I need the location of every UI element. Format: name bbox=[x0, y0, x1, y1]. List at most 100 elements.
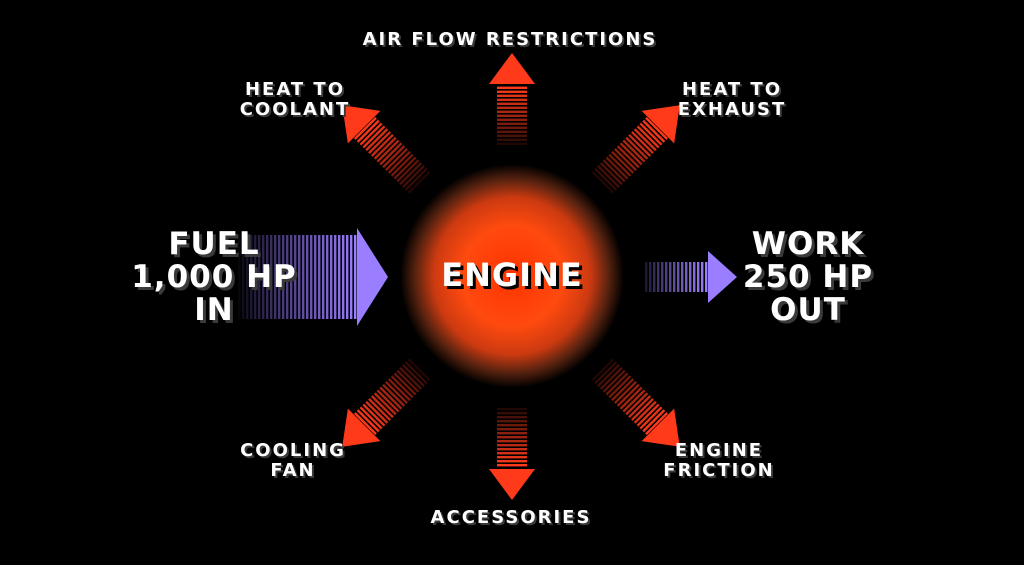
heat-to-coolant-arrow-stripe bbox=[387, 150, 411, 174]
heat-to-coolant-arrow-stripe bbox=[379, 142, 403, 166]
engine-glow-circle bbox=[400, 164, 624, 388]
fuel-input-arrow bbox=[238, 228, 388, 326]
fuel-input-arrow-stripe bbox=[262, 235, 265, 319]
work-output-arrow-stripe bbox=[685, 262, 688, 292]
work-output-arrow-stripe bbox=[681, 262, 684, 292]
fuel-input-arrow-stripe bbox=[254, 235, 257, 319]
accessories-arrow-stripe bbox=[497, 416, 527, 419]
air-flow-restrictions-line-1: AIR FLOW RESTRICTIONS bbox=[362, 29, 658, 50]
engine-friction-arrow-stripe bbox=[622, 389, 646, 413]
fuel-input-arrow-stripe bbox=[270, 235, 273, 319]
air-flow-restrictions-arrow-stripe bbox=[497, 126, 527, 129]
engine-friction-line-2: FRICTION bbox=[663, 459, 775, 481]
cooling-fan-arrow-stripe bbox=[407, 358, 431, 382]
heat-to-coolant-arrow-stripe bbox=[362, 125, 386, 149]
work-output-arrow-stripe bbox=[673, 262, 676, 292]
fuel-input-line-2: 1,000 HP bbox=[131, 259, 297, 296]
heat-to-coolant-arrow-stripe bbox=[365, 128, 389, 152]
heat-to-coolant-line-1: HEAT TO bbox=[244, 79, 346, 100]
heat-to-exhaust-arrow-stripe bbox=[619, 142, 643, 166]
fuel-input-arrow-stripe bbox=[354, 235, 357, 319]
work-output-arrow-stripe bbox=[661, 262, 664, 292]
heat-to-exhaust-arrow-stripe bbox=[594, 167, 618, 191]
heat-to-exhaust-arrow-stripe bbox=[602, 159, 626, 183]
engine-friction-arrow-stripe bbox=[614, 381, 637, 404]
heat-to-coolant-arrow bbox=[342, 105, 431, 194]
heat-to-coolant-arrow-stripe bbox=[390, 153, 414, 177]
accessories-arrow-stripe bbox=[497, 432, 527, 435]
engine-friction-arrow-stripe bbox=[625, 392, 649, 416]
fuel-input-arrow-stripe bbox=[246, 235, 249, 319]
heat-to-coolant-arrow-stripe bbox=[393, 156, 417, 180]
heat-to-exhaust-arrow-stripe bbox=[614, 148, 637, 171]
fuel-input-arrow-stripe bbox=[282, 235, 285, 319]
heat-to-exhaust-arrow-stripe bbox=[616, 145, 640, 169]
engine-friction-arrow-stripe bbox=[645, 412, 669, 436]
air-flow-restrictions-arrow-stripe bbox=[497, 106, 527, 109]
work-output-arrow-stripe bbox=[665, 262, 668, 292]
air-flow-restrictions-arrow-stripe bbox=[497, 102, 527, 105]
cooling-fan-arrow-stripe bbox=[385, 381, 408, 404]
fuel-input-arrow-stripe bbox=[290, 235, 293, 319]
heat-to-coolant-arrow-head bbox=[342, 105, 381, 144]
work-output-arrow-stripe bbox=[645, 262, 648, 292]
fuel-input-label: FUEL 1,000 HP IN bbox=[131, 227, 297, 327]
heat-to-exhaust-arrow bbox=[591, 105, 680, 194]
fuel-input-arrow-stripe bbox=[242, 235, 245, 319]
cooling-fan-arrow-stripe bbox=[402, 364, 425, 387]
accessories-arrow-stripe bbox=[497, 428, 527, 431]
cooling-fan-arrow-stripe bbox=[373, 392, 397, 416]
fuel-input-arrow-stripe bbox=[310, 235, 313, 319]
air-flow-restrictions-arrow bbox=[489, 53, 535, 145]
fuel-input-arrow-stripe bbox=[302, 235, 305, 319]
engine-friction-arrow-stripe bbox=[608, 375, 632, 399]
work-output-line-2: 250 HP bbox=[742, 259, 874, 296]
cooling-fan-line-2: FAN bbox=[270, 459, 316, 481]
accessories-line-1: ACCESSORIES bbox=[430, 507, 592, 528]
fuel-input-arrow-stripe bbox=[266, 235, 269, 319]
cooling-fan-arrow-stripe bbox=[399, 366, 423, 390]
air-flow-restrictions-arrow-stripe bbox=[497, 90, 527, 93]
work-output-arrow-stripe bbox=[657, 262, 660, 292]
cooling-fan-arrow-stripe bbox=[368, 397, 392, 421]
accessories-arrow-stripe bbox=[497, 436, 527, 439]
engine-friction-arrow-stripe bbox=[619, 386, 643, 410]
cooling-fan-arrow-head bbox=[342, 408, 381, 447]
engine-friction-arrow-stripe bbox=[605, 372, 629, 396]
air-flow-restrictions-arrow-stripe bbox=[497, 98, 527, 101]
heat-to-exhaust-arrow-stripe bbox=[639, 122, 663, 146]
engine-friction-line-1: ENGINE bbox=[674, 440, 764, 461]
cooling-fan-arrow-stripe bbox=[396, 369, 420, 393]
engine-friction-arrow-stripe bbox=[628, 395, 652, 419]
heat-to-exhaust-arrow-stripe bbox=[630, 131, 654, 155]
fuel-input-arrow-stripe bbox=[322, 235, 325, 319]
work-output-arrow-stripe bbox=[649, 262, 652, 292]
heat-to-exhaust-arrow-stripe bbox=[605, 156, 629, 180]
fuel-input-arrow-stripe bbox=[314, 235, 317, 319]
heat-to-exhaust-line-1: HEAT TO bbox=[681, 79, 783, 100]
air-flow-restrictions-arrow-stripe bbox=[497, 142, 527, 145]
heat-to-coolant-arrow-stripe bbox=[359, 122, 383, 146]
heat-to-coolant-arrow-stripe bbox=[368, 131, 392, 155]
engine-friction-arrow-head bbox=[641, 408, 680, 447]
air-flow-restrictions-label: AIR FLOW RESTRICTIONS bbox=[363, 30, 658, 50]
heat-to-exhaust-arrow-stripe bbox=[599, 162, 623, 186]
fuel-input-arrow-stripe bbox=[338, 235, 341, 319]
heat-to-exhaust-arrow-stripe bbox=[633, 128, 657, 152]
fuel-input-arrow-stripe bbox=[318, 235, 321, 319]
fuel-input-arrow-stripe bbox=[286, 235, 289, 319]
accessories-arrow-stripe bbox=[497, 408, 527, 411]
heat-to-coolant-arrow-stripe bbox=[402, 165, 425, 188]
accessories-arrow-stripe bbox=[497, 448, 527, 451]
accessories-arrow-stripe bbox=[497, 424, 527, 427]
cooling-fan-line-1: COOLING bbox=[240, 440, 346, 461]
cooling-fan-arrow-stripe bbox=[404, 361, 428, 385]
engine-friction-label: ENGINE FRICTION bbox=[663, 441, 774, 481]
heat-to-coolant-arrow-stripe bbox=[376, 139, 400, 163]
cooling-fan-arrow-stripe bbox=[370, 395, 394, 419]
work-output-arrow-stripe bbox=[653, 262, 656, 292]
cooling-fan-arrow-stripe bbox=[382, 383, 406, 407]
heat-to-coolant-label: HEAT TO COOLANT bbox=[240, 80, 351, 120]
